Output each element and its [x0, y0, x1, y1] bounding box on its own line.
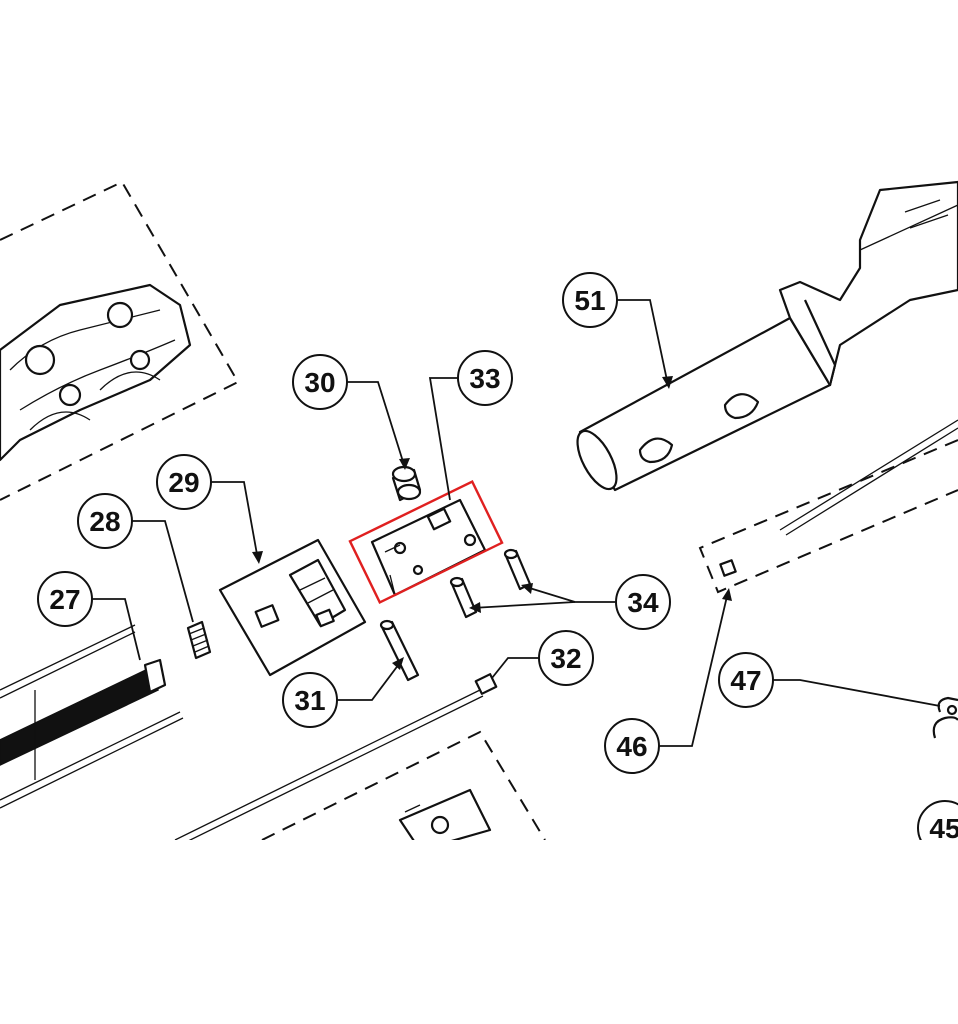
leader-lines: [34, 299, 941, 780]
callout-30-label: 30: [304, 367, 335, 398]
part-30-bushing: [391, 465, 422, 502]
callout-31: 31: [282, 672, 338, 728]
callout-34-label: 34: [627, 587, 659, 618]
part-32-cable: [174, 673, 498, 840]
callout-30: 30: [292, 354, 348, 410]
callout-46-label: 46: [616, 731, 647, 762]
callout-29: 29: [156, 454, 212, 510]
callout-34: 34: [615, 574, 671, 630]
callout-33-label: 33: [469, 363, 500, 394]
callout-45-label: 45: [929, 813, 958, 844]
callout-33: 33: [457, 350, 513, 406]
callout-51: 51: [562, 272, 618, 328]
part-31-pin: [379, 619, 420, 682]
callout-31-label: 31: [294, 685, 325, 716]
callout-47: 47: [718, 652, 774, 708]
part-33-bracket-plate: [370, 498, 487, 597]
callout-28: 28: [77, 493, 133, 549]
callout-47-label: 47: [730, 665, 761, 696]
callout-29-label: 29: [168, 467, 199, 498]
callout-46: 46: [604, 718, 660, 774]
highlight-box: [348, 480, 504, 604]
callout-27: 27: [37, 571, 93, 627]
housing-part-top-left: [0, 283, 192, 462]
callout-32: 32: [538, 630, 594, 686]
part-27-rod-spring: [0, 624, 184, 809]
part-29-plate-latch: [218, 538, 367, 677]
assembly-outline-bottom: [261, 730, 546, 840]
callout-51-label: 51: [574, 285, 605, 316]
callout-45: 45: [917, 800, 958, 844]
part-28-spring: [186, 620, 212, 660]
part-47-hook: [932, 696, 958, 739]
assembly-outline-right: [698, 439, 958, 594]
callout-27-label: 27: [49, 584, 80, 615]
callout-28-label: 28: [89, 506, 120, 537]
part-51-handle-tube: [576, 180, 958, 536]
callout-32-label: 32: [550, 643, 581, 674]
